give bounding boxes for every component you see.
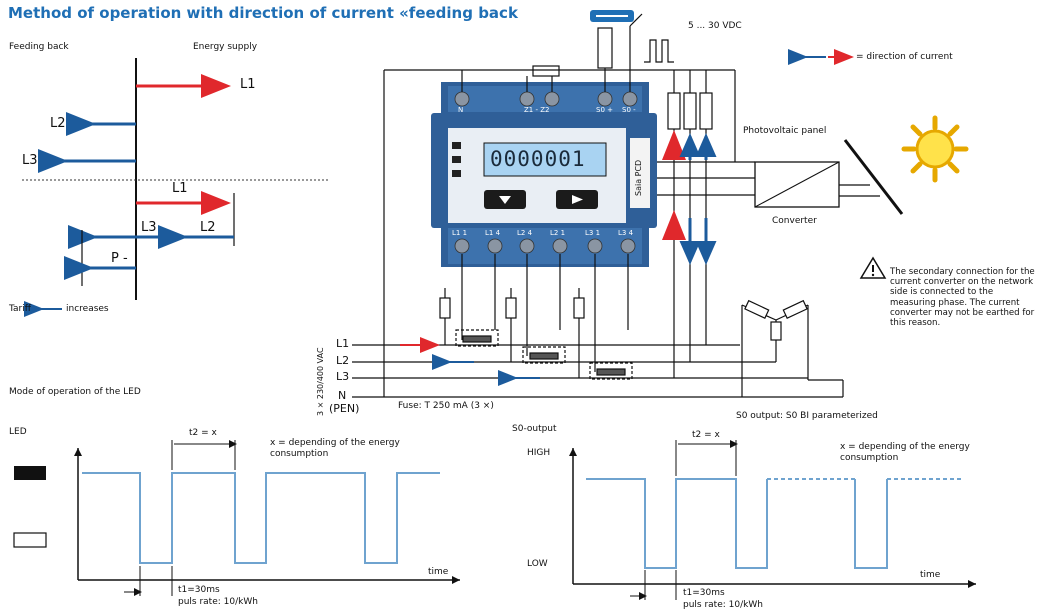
line-l1-label: L1 (336, 337, 350, 350)
voltage-label: 3 × 230/400 VAC (316, 347, 325, 416)
photovoltaic-panel (843, 139, 904, 215)
feeding-back-label: Feeding back (9, 42, 69, 52)
s0-low-label: LOW (527, 559, 548, 569)
led-axis-label: LED (9, 427, 27, 437)
title-direction-arrow (590, 10, 634, 22)
lower-wiring (352, 254, 844, 398)
led-note: x = depending of the energy consumption (270, 438, 400, 459)
vector-l1-b-label: L1 (172, 181, 188, 196)
s0-high-label: HIGH (527, 448, 551, 458)
vector-l2-b-label: L2 (200, 220, 216, 235)
vdc-label: 5 ... 30 VDC (688, 21, 742, 31)
fuse-label: Fuse: T 250 mA (3 ×) (398, 401, 494, 411)
diagram-title: Method of operation with direction of cu… (8, 4, 518, 22)
terminal-s0m-label: S0 - (622, 106, 636, 114)
terminal-l2-4: L2 4 (517, 229, 533, 237)
led-puls-label: puls rate: 10/kWh (178, 597, 258, 607)
line-pen-label: (PEN) (329, 402, 360, 415)
terminal-l3-1: L3 1 (585, 229, 601, 237)
vector-l2-label: L2 (50, 116, 66, 131)
led-t1-label: t1=30ms (178, 585, 220, 595)
vector-l3-label: L3 (22, 153, 38, 168)
s0-axis-label: S0-output (512, 424, 557, 434)
line-current-arrows (400, 337, 540, 386)
vector-diagram (22, 58, 330, 317)
terminal-l2-1: L2 1 (550, 229, 566, 237)
vector-l1-label: L1 (240, 77, 256, 92)
s0-t2-label: t2 = x (692, 430, 720, 440)
led-time-label: time (428, 567, 449, 577)
converter-box (754, 161, 880, 208)
title-text: Method of operation with direction of cu… (8, 4, 518, 22)
warning-icon (859, 256, 887, 279)
p-minus-label: P - (111, 251, 128, 266)
terminal-l3-4: L3 4 (618, 229, 634, 237)
tariff-label-prefix: Tariff (9, 304, 31, 314)
meter-display: 0000001 (490, 147, 586, 171)
converter-label: Converter (772, 216, 817, 226)
s0-puls-label: puls rate: 10/kWh (683, 600, 763, 610)
current-transformer (741, 299, 809, 397)
terminal-z-label: Z1 - Z2 (524, 106, 550, 114)
photovoltaic-panel-label: Photovoltaic panel (743, 126, 827, 136)
vector-l3-b-label: L3 (141, 220, 157, 235)
sun-icon (901, 115, 969, 183)
terminal-n-label: N (458, 106, 464, 114)
led-t2-label: t2 = x (189, 428, 217, 438)
led-timing-chart (13, 440, 460, 596)
energy-supply-label: Energy supply (193, 42, 258, 52)
s0-t1-label: t1=30ms (683, 588, 725, 598)
meter-model: Saia PCD (634, 159, 643, 196)
current-direction-arrows (662, 130, 717, 265)
terminal-l1-1: L1 1 (452, 229, 468, 237)
tariff-label-suffix: increases (66, 304, 109, 314)
direction-of-current-label: = direction of current (856, 52, 953, 62)
s0-time-label: time (920, 570, 941, 580)
s0-note: x = depending of the energy consumption (840, 442, 970, 463)
warning-text: The secondary connection for the current… (890, 267, 1035, 329)
s0-timing-chart (569, 440, 976, 600)
top-wiring (383, 13, 755, 378)
line-n-label: N (338, 389, 347, 402)
terminal-l1-4: L1 4 (485, 229, 501, 237)
line-l3-label: L3 (336, 370, 350, 383)
line-l2-label: L2 (336, 354, 350, 367)
terminal-s0p-label: S0 + (596, 106, 613, 114)
energy-meter (431, 82, 657, 267)
s0-section-title: S0 output: S0 BI parameterized (736, 411, 878, 421)
led-section-title: Mode of operation of the LED (9, 387, 141, 397)
